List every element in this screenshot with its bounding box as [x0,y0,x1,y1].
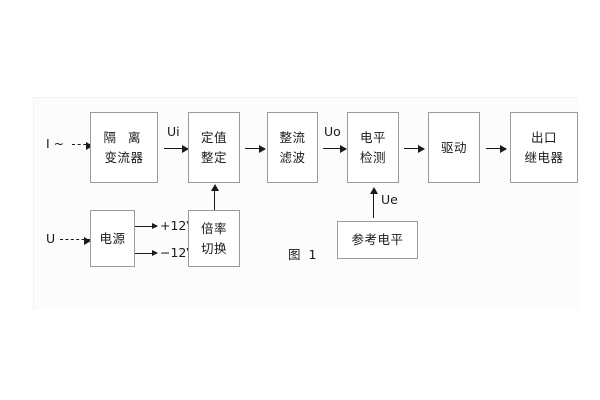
signal-ui-label: Ui [167,124,180,139]
arrow-drive-to-output-relay [486,144,507,153]
arrow-current-to-isolation [72,141,93,150]
block-isolation-transformer-line1: 隔 离 [103,130,145,146]
block-level-detect[interactable]: 电平 检测 [347,112,399,183]
block-drive-line1: 驱动 [440,139,467,155]
block-output-relay[interactable]: 出口 继电器 [510,112,578,183]
block-power-supply[interactable]: 电源 [90,210,135,267]
block-isolation-transformer-line2: 变流器 [104,149,144,165]
rail-negative-12v-line [135,249,158,256]
block-rectify-filter-line1: 整流 [279,130,306,146]
block-reference-level-line1: 参考电平 [351,232,404,248]
arrow-ratio-switch-to-setting [210,184,219,210]
signal-uo-label: Uo [324,124,341,139]
arrow-isolation-to-setting [164,144,189,153]
block-reference-level[interactable]: 参考电平 [337,221,418,259]
rail-negative-12v-label: −12V [160,245,195,260]
rail-positive-12v-line [135,222,158,229]
block-isolation-transformer[interactable]: 隔 离 变流器 [90,112,158,183]
block-ratio-switch[interactable]: 倍率 切换 [188,210,240,267]
block-power-supply-line1: 电源 [99,230,126,246]
block-output-relay-line2: 继电器 [524,149,564,165]
figure-caption: 图 1 [288,247,319,262]
signal-ue-label: Ue [381,192,398,207]
block-setting-value[interactable]: 定值 整定 [188,112,240,183]
block-level-detect-line1: 电平 [359,130,386,146]
input-voltage-label: U [46,231,56,246]
arrow-reference-level-to-level-detect [369,187,378,218]
block-ratio-switch-line2: 切换 [200,240,227,256]
arrow-voltage-to-power-supply [60,236,91,245]
block-setting-value-line2: 整定 [200,149,227,165]
block-output-relay-line1: 出口 [530,130,557,146]
arrow-setting-to-rectify [245,144,266,153]
block-level-detect-line2: 检测 [359,149,386,165]
block-rectify-filter-line2: 滤波 [279,149,306,165]
block-rectify-filter[interactable]: 整流 滤波 [267,112,318,183]
arrow-rectify-to-level-detect [323,144,347,153]
block-ratio-switch-line1: 倍率 [200,221,227,237]
arrow-level-detect-to-drive [404,144,425,153]
block-setting-value-line1: 定值 [200,130,227,146]
rail-positive-12v-label: +12V [160,218,195,233]
input-current-label: I ~ [46,136,65,151]
block-drive[interactable]: 驱动 [428,112,480,183]
